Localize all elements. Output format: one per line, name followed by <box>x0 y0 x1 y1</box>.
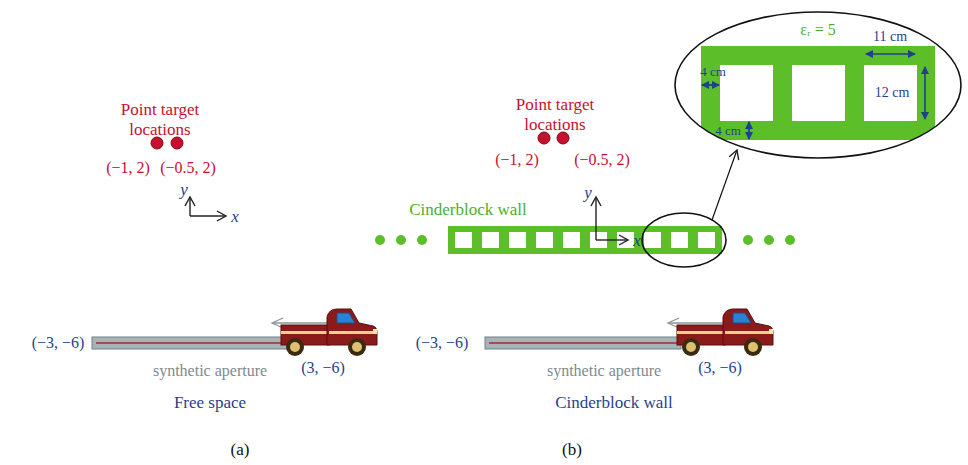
wall-cell <box>482 232 499 248</box>
panel-letter: (b) <box>562 440 582 460</box>
zoom-callout: εᵣ = 5 11 cm 12 cm 4 cm 4 cm <box>673 10 963 160</box>
wall-cell <box>563 232 580 248</box>
wall-label: Cinderblock wall <box>409 200 527 220</box>
coordinate: (−1, 2) <box>495 151 539 169</box>
coordinate: (−0.5, 2) <box>160 159 216 177</box>
wall-cell <box>455 232 472 248</box>
axis-label: x <box>231 207 239 227</box>
wall-cell <box>698 232 715 248</box>
wall-cell <box>644 232 661 248</box>
panel-title: Cinderblock wall <box>555 393 673 413</box>
coordinate: (−0.5, 2) <box>574 151 630 169</box>
coordinate: (−1, 2) <box>106 159 150 177</box>
panel-title: Free space <box>174 393 246 413</box>
dimension-label: 11 cm <box>873 29 907 44</box>
axis-label: y <box>584 183 592 203</box>
coordinate: (3, −6) <box>698 359 742 377</box>
dimension-label: 4 cm <box>700 65 726 79</box>
coordinate: (−3, −6) <box>32 334 85 352</box>
dimension-label: 12 cm <box>875 85 910 100</box>
target-title: Point target locations <box>495 95 615 134</box>
wall-cell <box>671 232 688 248</box>
wall-cell <box>509 232 526 248</box>
wall-cell <box>536 232 553 248</box>
axis-label: y <box>180 180 188 200</box>
axis-label: x <box>633 231 641 251</box>
target-title: Point target locations <box>100 100 220 139</box>
dimension-label: 4 cm <box>715 124 741 138</box>
coordinate: (−3, −6) <box>416 334 469 352</box>
permittivity-label: εᵣ = 5 <box>800 21 835 39</box>
aperture-label: synthetic aperture <box>547 362 661 380</box>
aperture-label: synthetic aperture <box>153 362 267 380</box>
coordinate: (3, −6) <box>301 359 345 377</box>
panel-letter: (a) <box>231 440 250 460</box>
